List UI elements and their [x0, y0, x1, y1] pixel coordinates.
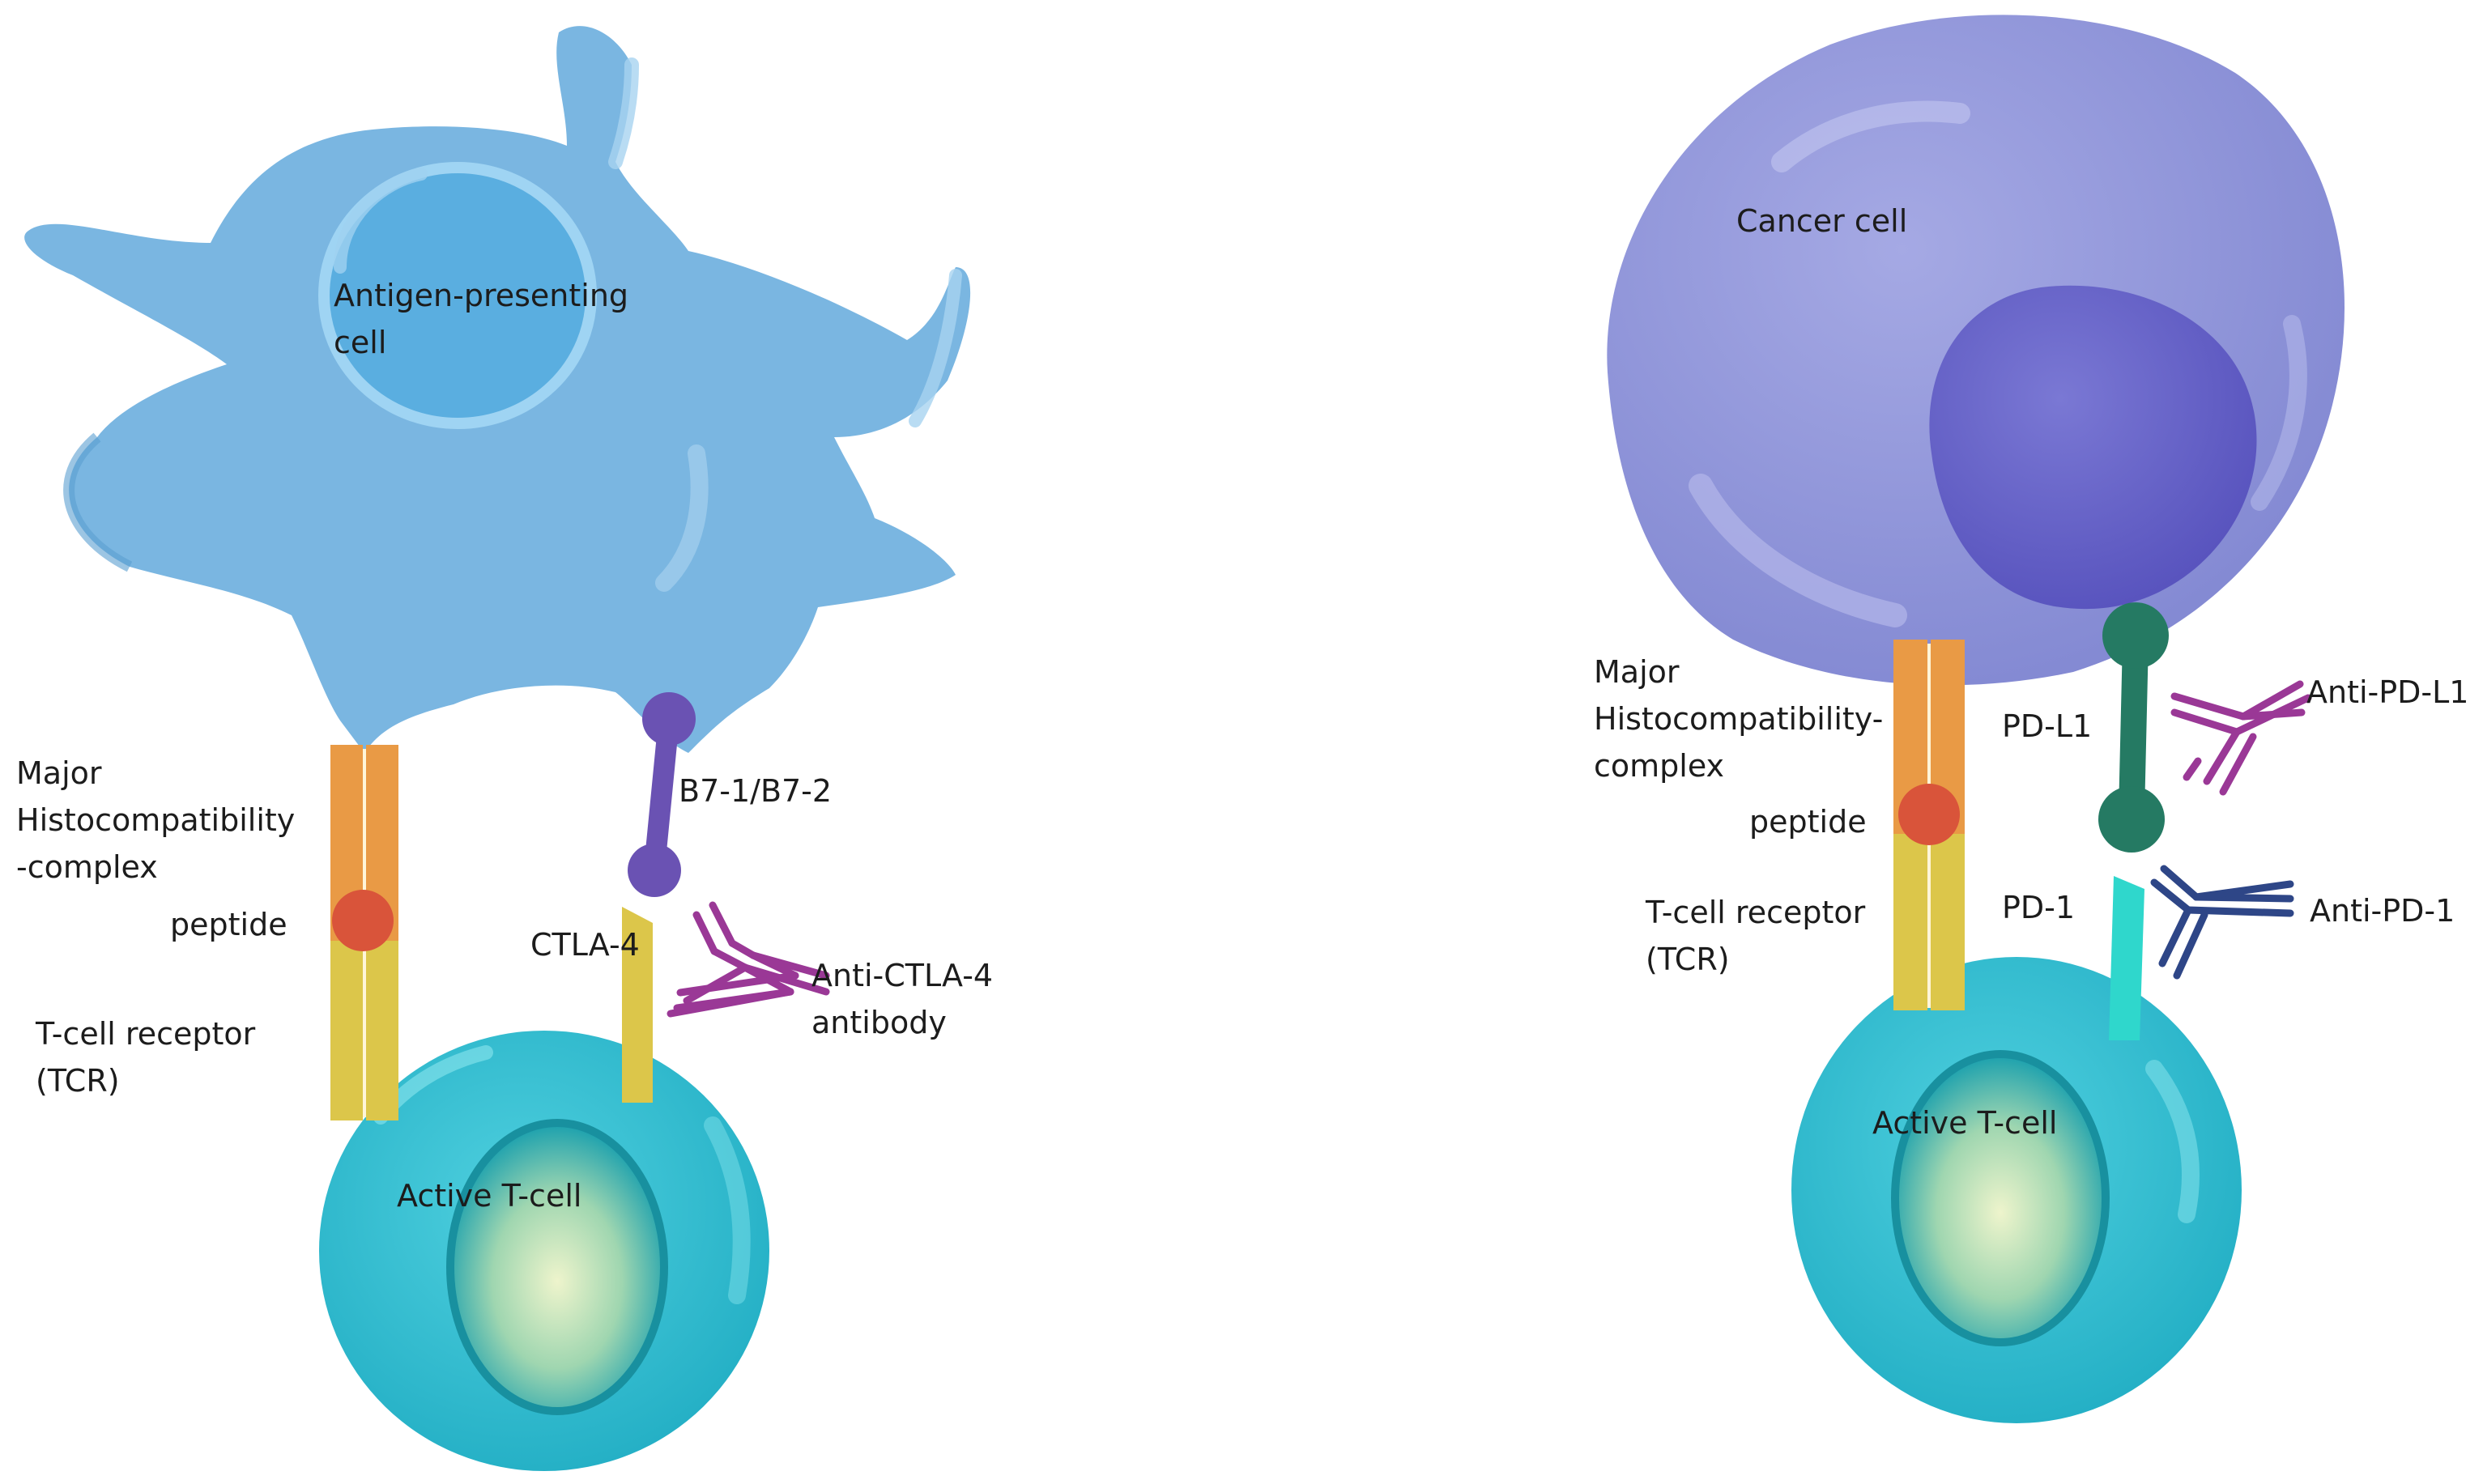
anti-pdl1-antibody: [2170, 680, 2312, 796]
left-panel: Antigen-presenting cell Major Histocompa…: [16, 26, 993, 1471]
anti-ctla4-label-line2: antibody: [811, 1005, 947, 1040]
cancer-cell: [1607, 15, 2345, 686]
cancer-cell-label: Cancer cell: [1736, 203, 1907, 239]
left-tcr-label-line1: T-cell receptor: [35, 1016, 256, 1052]
pd1-receptor: [2109, 876, 2144, 1040]
left-peptide: [332, 890, 394, 951]
left-tcell-label: Active T-cell: [397, 1178, 581, 1214]
right-mhc-label-line2: Histocompatibility-: [1594, 701, 1883, 737]
anti-pd1-label: Anti-PD-1: [2310, 893, 2455, 929]
b7-ligand: [628, 692, 696, 897]
left-t-cell: [319, 1031, 769, 1471]
anti-pdl1-label: Anti-PD-L1: [2306, 674, 2468, 710]
left-mhc-tcr-complex: [330, 745, 398, 1120]
right-t-cell: [1791, 957, 2242, 1423]
right-panel: Cancer cell Major Histocompatibility- co…: [1594, 15, 2468, 1423]
ctla4-label: CTLA-4: [530, 927, 640, 963]
anti-ctla4-label-line1: Anti-CTLA-4: [811, 958, 993, 993]
antigen-presenting-cell-nucleus: [318, 162, 597, 429]
right-mhc-tcr-complex: [1893, 640, 1965, 1010]
right-tcr-label-line2: (TCR): [1646, 942, 1730, 977]
right-tcell-label: Active T-cell: [1872, 1105, 2057, 1141]
right-t-cell-nucleus: [1891, 1050, 2110, 1346]
anti-ctla4-antibody: [667, 901, 830, 1018]
pdl1-label: PD-L1: [2002, 708, 2092, 744]
right-peptide-label: peptide: [1749, 804, 1867, 840]
left-tcr-label-line2: (TCR): [36, 1063, 120, 1099]
left-t-cell-nucleus: [446, 1119, 668, 1415]
left-peptide-label: peptide: [170, 907, 287, 942]
ctla4-receptor: [622, 907, 653, 1103]
b7-label: B7-1/B7-2: [679, 773, 832, 809]
left-mhc-label-line2: Histocompatibility: [16, 802, 295, 838]
right-mhc-label-line3: complex: [1594, 748, 1724, 784]
apc-label-line2: cell: [334, 325, 386, 360]
right-mhc-label-line1: Major: [1594, 654, 1680, 690]
anti-pd1-antibody: [2150, 865, 2294, 980]
left-mhc-label-line3: -complex: [16, 849, 158, 885]
cancer-cell-nucleus: [1929, 285, 2257, 610]
apc-label-line1: Antigen-presenting: [334, 278, 628, 313]
right-peptide: [1898, 784, 1960, 845]
right-tcr-label-line1: T-cell receptor: [1645, 895, 1866, 930]
pd1-label: PD-1: [2002, 890, 2075, 925]
pdl1-ligand: [2098, 602, 2169, 853]
antigen-presenting-cell: [24, 26, 971, 753]
left-mhc-label-line1: Major: [16, 755, 102, 791]
